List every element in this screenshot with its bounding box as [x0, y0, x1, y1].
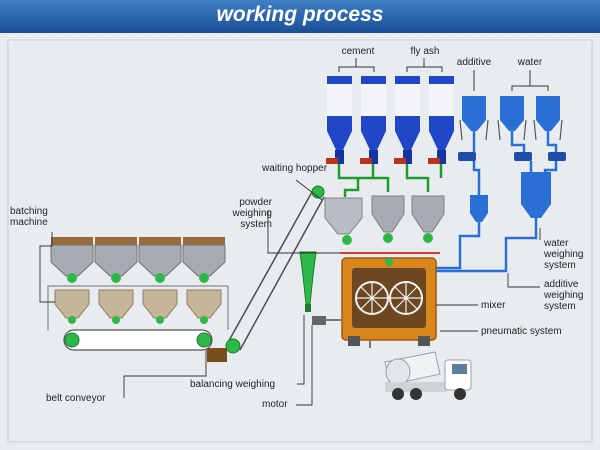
- fly-ash-bracket: [406, 58, 443, 72]
- powder-hopper-cement: [371, 195, 405, 243]
- cement-silo-2: [360, 76, 386, 164]
- batching-hoppers: [50, 237, 226, 324]
- pumps: [458, 152, 566, 161]
- water-weighing-tank: [521, 172, 551, 218]
- water-bracket: [511, 70, 549, 91]
- label-additive-weighing-system: additive weighing system: [544, 279, 584, 312]
- batching-hopper-1: [50, 237, 94, 324]
- water-tank-2: [533, 96, 563, 141]
- label-batching-machine: batching machine: [10, 206, 48, 228]
- powder-pipes: [337, 164, 443, 197]
- water-tank-1: [497, 96, 527, 141]
- batching-frame: [47, 285, 229, 330]
- batching-hopper-2: [94, 237, 138, 324]
- pneumatic-valve: [312, 316, 326, 325]
- diagram-frame: [7, 39, 593, 443]
- cement-silos: [326, 76, 386, 164]
- page-title: working process: [216, 3, 384, 26]
- waiting-hopper: [324, 197, 363, 245]
- fly-ash-silos: [394, 76, 454, 164]
- liquid-pipes: [436, 131, 558, 273]
- horizontal-conveyor: [63, 329, 213, 351]
- mixer-unit: [341, 257, 437, 346]
- inclined-conveyor: [207, 185, 325, 362]
- label-powder-weighing-system: powder weighing system: [232, 197, 272, 230]
- balancing-weighing-unit: [299, 251, 317, 312]
- label-motor: motor: [262, 399, 288, 410]
- label-waiting-hopper: waiting hopper: [262, 163, 328, 174]
- label-water-weighing-system: water weighing system: [544, 238, 584, 271]
- label-mixer: mixer: [481, 300, 506, 311]
- label-belt-conveyor: belt conveyor: [46, 393, 106, 404]
- fly-ash-silo-2: [428, 76, 454, 164]
- powder-hopper-fly-ash: [411, 195, 445, 243]
- label-balancing-weighing: balancing weighing: [190, 379, 276, 390]
- cement-bracket: [338, 58, 375, 72]
- label-additive: additive: [456, 57, 492, 68]
- fly-ash-silo-1: [394, 76, 420, 164]
- label-water: water: [517, 57, 543, 68]
- header-bar: working process: [0, 0, 600, 33]
- cement-silo-1: [326, 76, 352, 164]
- additive-weighing-tank: [470, 195, 488, 222]
- mixer-truck: [384, 351, 472, 400]
- batching-hopper-3: [138, 237, 182, 324]
- label-cement: cement: [341, 46, 375, 57]
- batching-hopper-4: [182, 237, 226, 324]
- label-pneumatic-system: pneumatic system: [481, 326, 562, 337]
- leader-lines: [39, 179, 541, 406]
- label-fly-ash: fly ash: [410, 46, 440, 57]
- additive-tank: [459, 96, 489, 141]
